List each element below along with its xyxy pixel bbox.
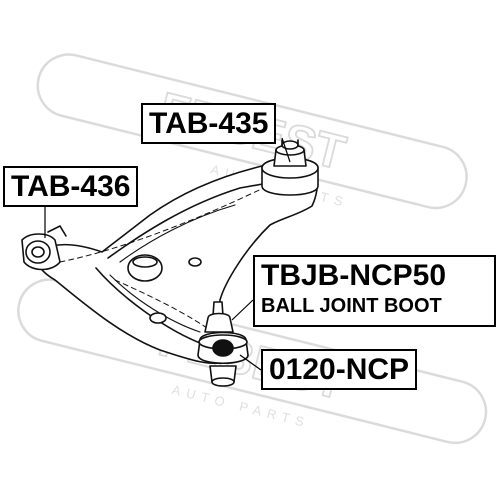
part-number-0120-ncp: 0120-NCP xyxy=(269,353,410,386)
arm-centerline xyxy=(59,174,291,263)
callout-0120-ncp: 0120-NCP xyxy=(261,349,418,390)
arm-hole xyxy=(149,312,167,324)
leader-ncp50 xyxy=(231,299,254,321)
arm-hole xyxy=(127,254,163,282)
front-bushing xyxy=(21,225,67,271)
arm-rib-line xyxy=(109,274,201,333)
part-number-tab-436: TAB-436 xyxy=(11,170,131,203)
arm-hole xyxy=(132,256,158,268)
arm-flange-line xyxy=(95,267,206,346)
part-description: BALL JOINT BOOT xyxy=(261,295,442,317)
control-arm-body xyxy=(35,157,319,364)
callout-tab-435: TAB-435 xyxy=(141,103,277,144)
arm-rib-line xyxy=(119,204,236,263)
leader-0120 xyxy=(239,354,262,371)
leader-lines xyxy=(44,137,291,371)
leader-tab435 xyxy=(281,137,291,163)
callout-tbjb-ncp50: TBJB-NCP50 BALL JOINT BOOT xyxy=(253,255,496,327)
ball-joint xyxy=(197,301,249,387)
part-number-tab-435: TAB-435 xyxy=(149,107,269,140)
rear-bushing xyxy=(261,139,319,196)
part-number-tbjb-ncp50: TBJB-NCP50 xyxy=(261,259,447,292)
control-arm-drawing xyxy=(21,139,319,387)
arm-flange-line xyxy=(107,179,286,259)
callout-tab-436: TAB-436 xyxy=(3,166,139,207)
arm-hole xyxy=(188,257,202,267)
